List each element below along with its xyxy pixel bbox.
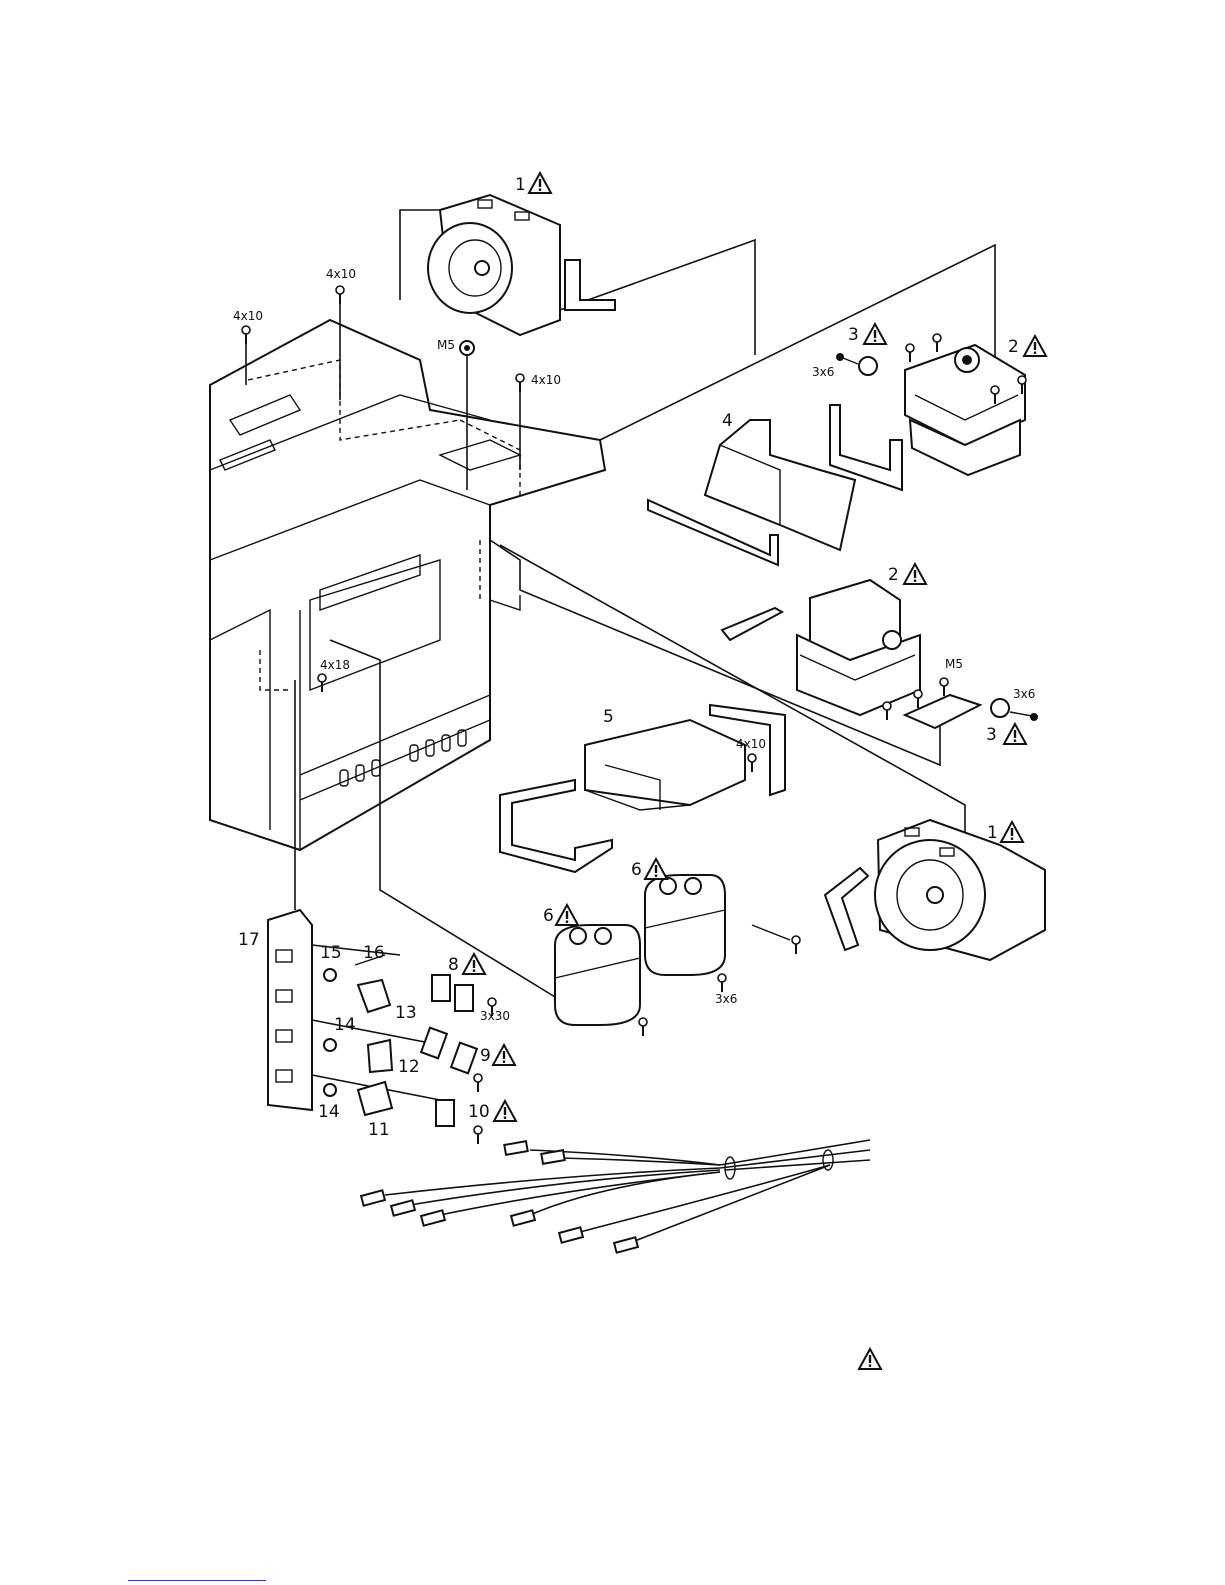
- screw-label: 4x18: [320, 658, 350, 672]
- warning-icon: [645, 859, 667, 879]
- callout-part-16: 16: [363, 943, 385, 963]
- screw-label: M5: [437, 338, 455, 352]
- callout-bracket-17: 17: [238, 930, 260, 950]
- callout-magnetron-top: 2: [1008, 337, 1019, 357]
- callout-part-14a: 14: [334, 1015, 356, 1035]
- callout-fan-top: 1: [515, 175, 526, 195]
- callout-duct-5: 5: [603, 707, 614, 727]
- magnetron-mid: [722, 580, 980, 728]
- screw-label: 3x30: [480, 1009, 510, 1023]
- warning-icon: [493, 1045, 515, 1065]
- screw-label: 4x10: [233, 309, 263, 323]
- callout-part-11: 11: [368, 1120, 390, 1140]
- warning-icon: [494, 1101, 516, 1121]
- warning-icon: [859, 1349, 881, 1369]
- callout-capacitor-right: 6: [631, 860, 642, 880]
- screw-label: M5: [945, 657, 963, 671]
- wire-harness: [361, 1140, 870, 1253]
- callout-part-15: 15: [320, 943, 342, 963]
- warning-icon: [864, 324, 886, 344]
- callout-fan-right: 1: [987, 823, 998, 843]
- callout-part-13: 13: [395, 1003, 417, 1023]
- thermal-cutout-top: [836, 353, 877, 375]
- callout-part-14b: 14: [318, 1102, 340, 1122]
- callout-duct-4: 4: [722, 411, 733, 431]
- callout-thermal-mid: 3: [986, 725, 997, 745]
- callout-switch-9: 9: [480, 1046, 491, 1066]
- callout-switch-10: 10: [468, 1102, 490, 1122]
- air-duct-4: [648, 405, 902, 565]
- screw-label: 3x6: [715, 992, 737, 1006]
- air-duct-5: [500, 705, 785, 872]
- callout-part-12: 12: [398, 1057, 420, 1077]
- thermal-cutout-mid: [991, 699, 1038, 721]
- screw-label: 4x10: [531, 373, 561, 387]
- oven-chassis: [210, 320, 605, 850]
- warning-icon: [1001, 822, 1023, 842]
- warning-icon: [463, 954, 485, 974]
- screw-label: 3x6: [1013, 687, 1035, 701]
- callout-switch-8: 8: [448, 955, 459, 975]
- fan-motor-top: [428, 195, 615, 335]
- callout-magnetron-mid: 2: [888, 565, 899, 585]
- warning-icon: [904, 564, 926, 584]
- screw-label: 4x10: [736, 737, 766, 751]
- screw-label: 3x6: [812, 365, 834, 379]
- hv-capacitor-left: [555, 925, 647, 1036]
- warning-icon: [529, 173, 551, 193]
- callout-capacitor-left: 6: [543, 906, 554, 926]
- warning-icon: [1024, 336, 1046, 356]
- screw-label: 4x10: [326, 267, 356, 281]
- warning-icon: [1004, 724, 1026, 744]
- hv-capacitor-right: [645, 875, 800, 992]
- footer-link-rule: [128, 1580, 266, 1581]
- warning-icon: [556, 905, 578, 925]
- callout-thermal-top: 3: [848, 325, 859, 345]
